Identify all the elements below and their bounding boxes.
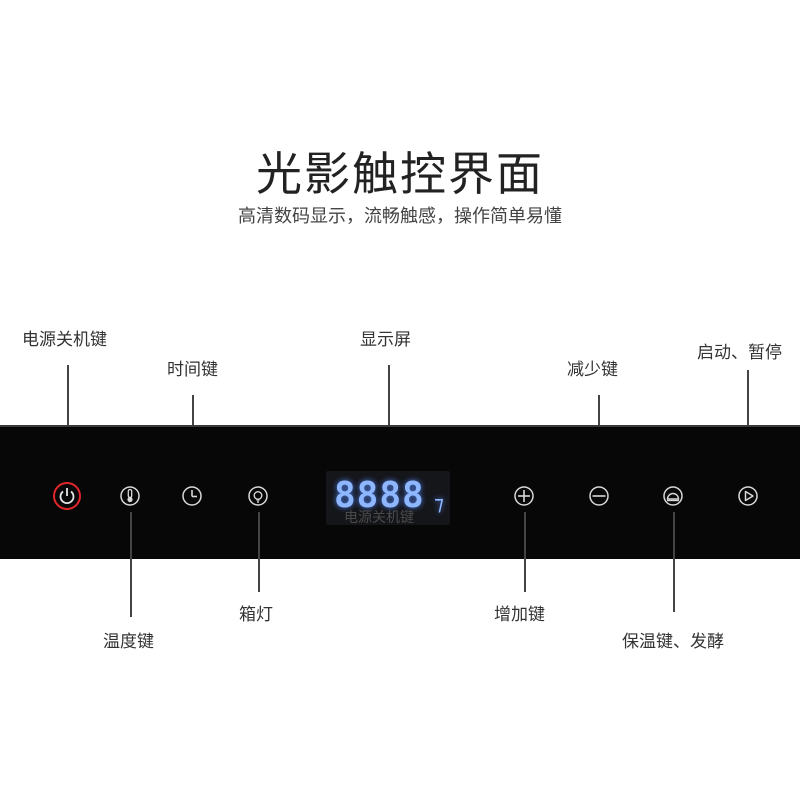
- decrease-button[interactable]: [588, 485, 610, 507]
- plus-icon: [514, 486, 534, 506]
- display-reflection-text: 电源关机键: [344, 510, 414, 526]
- page-title: 光影触控界面: [256, 147, 544, 201]
- label-power: 电源关机键: [22, 330, 107, 350]
- leader-line-display: [388, 365, 390, 470]
- display-screen: 8888 ⁊ 电源关机键: [326, 471, 450, 526]
- label-temperature: 温度键: [103, 632, 154, 652]
- label-display: 显示屏: [360, 330, 411, 350]
- label-start-pause: 启动、暂停: [697, 343, 782, 363]
- increase-button[interactable]: [513, 485, 535, 507]
- label-increase: 增加键: [494, 605, 545, 625]
- label-time: 时间键: [167, 360, 218, 380]
- leader-line-power: [67, 365, 69, 480]
- start-pause-button[interactable]: [737, 485, 759, 507]
- power-button[interactable]: [56, 485, 78, 507]
- leader-line-keep-warm: [673, 512, 675, 612]
- label-decrease: 减少键: [567, 360, 618, 380]
- keep-warm-icon: [663, 486, 683, 506]
- power-icon: [59, 488, 75, 505]
- light-bulb-icon: [248, 486, 268, 506]
- leader-line-light: [258, 512, 260, 592]
- clock-icon: [182, 486, 202, 506]
- temperature-button[interactable]: [119, 485, 141, 507]
- faucet-icon: ⁊: [434, 491, 444, 515]
- temperature-icon: [120, 486, 140, 506]
- label-keep-warm-ferment: 保温键、发酵: [622, 632, 724, 652]
- label-light: 箱灯: [239, 605, 273, 625]
- minus-icon: [589, 486, 609, 506]
- leader-line-increase: [524, 512, 526, 592]
- page-subtitle: 高清数码显示，流畅触感，操作简单易懂: [238, 206, 562, 227]
- time-button[interactable]: [181, 485, 203, 507]
- play-icon: [738, 486, 758, 506]
- power-ring: [53, 482, 81, 510]
- keep-warm-button[interactable]: [662, 485, 684, 507]
- light-button[interactable]: [247, 485, 269, 507]
- display-digits: 8888: [334, 475, 425, 516]
- leader-line-temperature: [130, 512, 132, 617]
